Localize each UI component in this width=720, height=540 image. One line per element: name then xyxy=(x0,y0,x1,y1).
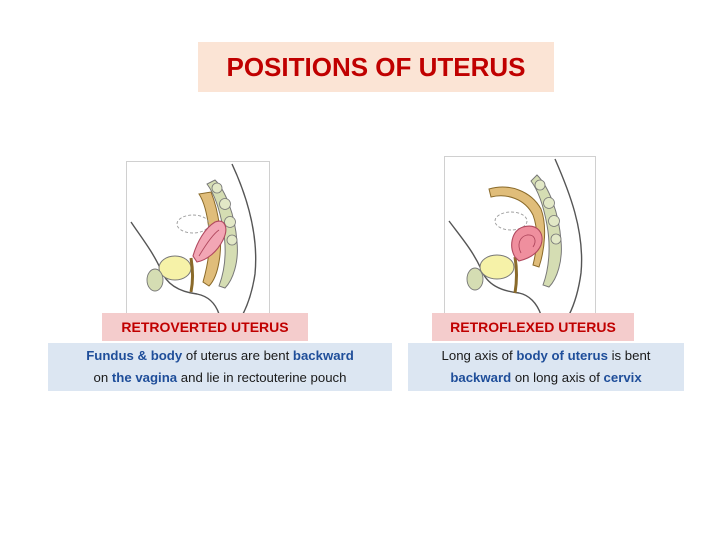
retroverted-uterus-illustration xyxy=(126,161,270,315)
slide-title-text: POSITIONS OF UTERUS xyxy=(226,51,526,82)
description-text: on long axis of xyxy=(511,370,604,385)
retroflexed-label: RETROFLEXED UTERUS xyxy=(432,313,634,341)
keyword-body-of-uterus: body of uterus xyxy=(516,348,608,363)
retroflexed-label-text: RETROFLEXED UTERUS xyxy=(450,319,616,335)
retroflexed-uterus-diagram xyxy=(448,158,583,315)
retroverted-description: Fundus & body of uterus are bent backwar… xyxy=(48,343,392,391)
keyword-fundus-body: Fundus & body xyxy=(86,348,183,363)
retroflexed-description-line-2: backward on long axis of cervix xyxy=(408,367,684,389)
retroverted-description-line-1: Fundus & body of uterus are bent backwar… xyxy=(48,345,392,367)
keyword-the-vagina: the vagina xyxy=(111,370,178,385)
keyword-cervix: cervix xyxy=(603,370,642,385)
retroflexed-description-line-1: Long axis of body of uterus is bent xyxy=(408,345,684,367)
retroverted-label: RETROVERTED UTERUS xyxy=(102,313,308,341)
retroverted-label-text: RETROVERTED UTERUS xyxy=(121,319,289,335)
description-text: and lie in rectouterine pouch xyxy=(177,370,347,385)
retroverted-uterus-diagram xyxy=(130,163,257,314)
description-text: is bent xyxy=(607,348,651,363)
keyword-backward: backward xyxy=(292,348,354,363)
retroflexed-description: Long axis of body of uterus is bent back… xyxy=(408,343,684,391)
slide-title: POSITIONS OF UTERUS xyxy=(198,42,554,92)
description-text: on xyxy=(93,370,112,385)
keyword-backward: backward xyxy=(450,370,512,385)
description-text: Long axis of xyxy=(441,348,517,363)
description-text: of uterus are bent xyxy=(182,348,293,363)
retroverted-description-line-2: on the vagina and lie in rectouterine po… xyxy=(48,367,392,389)
retroflexed-uterus-illustration xyxy=(444,156,596,316)
